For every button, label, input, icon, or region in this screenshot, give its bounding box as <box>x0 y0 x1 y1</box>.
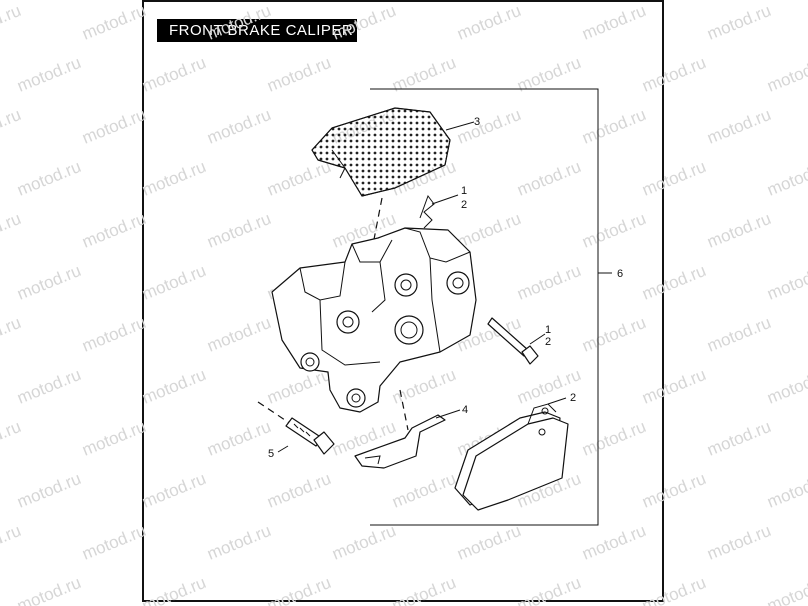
watermark-text: motod.ru <box>14 469 83 512</box>
watermark-text: motod.ru <box>764 365 808 408</box>
watermark-text: motod.ru <box>79 417 148 460</box>
watermark-text: motod.ru <box>204 521 273 564</box>
watermark-text: motod.ru <box>389 469 458 512</box>
callout-2-top: 2 <box>461 199 467 211</box>
watermark-text: motod.ru <box>0 1 24 44</box>
leader-3 <box>445 121 475 131</box>
watermark-text: motod.ru <box>14 157 83 200</box>
leader-1-2-top <box>431 194 459 205</box>
caliper-body-part <box>271 227 477 413</box>
watermark-text: motod.ru <box>454 521 523 564</box>
callout-2-pads: 2 <box>570 392 576 404</box>
callout-3: 3 <box>474 116 480 128</box>
watermark-text: motod.ru <box>579 417 648 460</box>
watermark-text: motod.ru <box>204 313 273 356</box>
watermark-text: motod.ru <box>0 313 24 356</box>
leader-5 <box>277 445 289 453</box>
watermark-text: motod.ru <box>579 521 648 564</box>
mounting-bolt-part <box>277 417 335 455</box>
callout-2-pin: 2 <box>545 336 551 348</box>
watermark-text: motod.ru <box>579 1 648 44</box>
watermark-text: motod.ru <box>389 573 458 606</box>
watermark-text: motod.ru <box>204 417 273 460</box>
watermark-text: motod.ru <box>704 521 773 564</box>
watermark-text: motod.ru <box>79 105 148 148</box>
watermark-text: motod.ru <box>139 469 208 512</box>
watermark-text: motod.ru <box>264 573 333 606</box>
brake-pads-part <box>454 397 569 511</box>
watermark-text: motod.ru <box>204 105 273 148</box>
watermark-text: motod.ru <box>639 365 708 408</box>
watermark-text: motod.ru <box>139 157 208 200</box>
watermark-text: motod.ru <box>704 417 773 460</box>
watermark-text: motod.ru <box>704 1 773 44</box>
watermark-text: motod.ru <box>579 313 648 356</box>
watermark-text: motod.ru <box>14 53 83 96</box>
watermark-text: motod.ru <box>704 313 773 356</box>
watermark-text: motod.ru <box>139 53 208 96</box>
watermark-text: motod.ru <box>454 1 523 44</box>
dash-line-clip <box>399 389 409 431</box>
watermark-text: motod.ru <box>764 157 808 200</box>
watermark-text: motod.ru <box>14 573 83 606</box>
callout-5: 5 <box>268 448 274 460</box>
watermark-text: motod.ru <box>329 1 398 44</box>
callout-1-pin: 1 <box>545 324 551 336</box>
watermark-text: motod.ru <box>639 469 708 512</box>
callout-1-top: 1 <box>461 185 467 197</box>
watermark-text: motod.ru <box>514 261 583 304</box>
leader-4 <box>435 409 461 419</box>
watermark-text: motod.ru <box>264 53 333 96</box>
watermark-text: motod.ru <box>0 105 24 148</box>
watermark-text: motod.ru <box>764 261 808 304</box>
watermark-text: motod.ru <box>389 365 458 408</box>
watermark-text: motod.ru <box>639 573 708 606</box>
watermark-text: motod.ru <box>764 469 808 512</box>
watermark-text: motod.ru <box>0 417 24 460</box>
callout-4: 4 <box>462 404 468 416</box>
watermark-text: motod.ru <box>0 209 24 252</box>
watermark-text: motod.ru <box>204 209 273 252</box>
watermark-text: motod.ru <box>79 313 148 356</box>
watermark-text: motod.ru <box>704 105 773 148</box>
watermark-text: motod.ru <box>139 261 208 304</box>
watermark-text: motod.ru <box>579 105 648 148</box>
watermark-text: motod.ru <box>639 157 708 200</box>
watermark-text: motod.ru <box>14 261 83 304</box>
retainer-spring-part <box>419 194 459 229</box>
watermark-text: motod.ru <box>79 521 148 564</box>
watermark-text: motod.ru <box>514 573 583 606</box>
watermark-text: motod.ru <box>79 209 148 252</box>
watermark-text: motod.ru <box>139 365 208 408</box>
page-title: FRONT BRAKE CALIPER <box>157 19 357 42</box>
leader-2-pads <box>547 397 567 405</box>
watermark-text: motod.ru <box>264 469 333 512</box>
watermark-text: motod.ru <box>639 53 708 96</box>
pad-pin-part <box>487 317 546 365</box>
assembly-bracket <box>370 88 599 526</box>
watermark-text: motod.ru <box>139 573 208 606</box>
callout-6: 6 <box>617 268 623 280</box>
watermark-text: motod.ru <box>0 521 24 564</box>
watermark-text: motod.ru <box>579 209 648 252</box>
leader-1-2-pin <box>529 333 546 345</box>
watermark-text: motod.ru <box>704 209 773 252</box>
watermark-text: motod.ru <box>454 209 523 252</box>
watermark-text: motod.ru <box>514 157 583 200</box>
watermark-text: motod.ru <box>329 521 398 564</box>
watermark-text: motod.ru <box>764 53 808 96</box>
watermark-text: motod.ru <box>79 1 148 44</box>
watermark-text: motod.ru <box>454 105 523 148</box>
watermark-text: motod.ru <box>764 573 808 606</box>
heat-shield-part <box>311 107 475 197</box>
watermark-text: motod.ru <box>204 1 273 44</box>
watermark-text: motod.ru <box>264 157 333 200</box>
watermark-text: motod.ru <box>639 261 708 304</box>
pad-clip-part <box>354 409 461 469</box>
watermark-text: motod.ru <box>14 365 83 408</box>
